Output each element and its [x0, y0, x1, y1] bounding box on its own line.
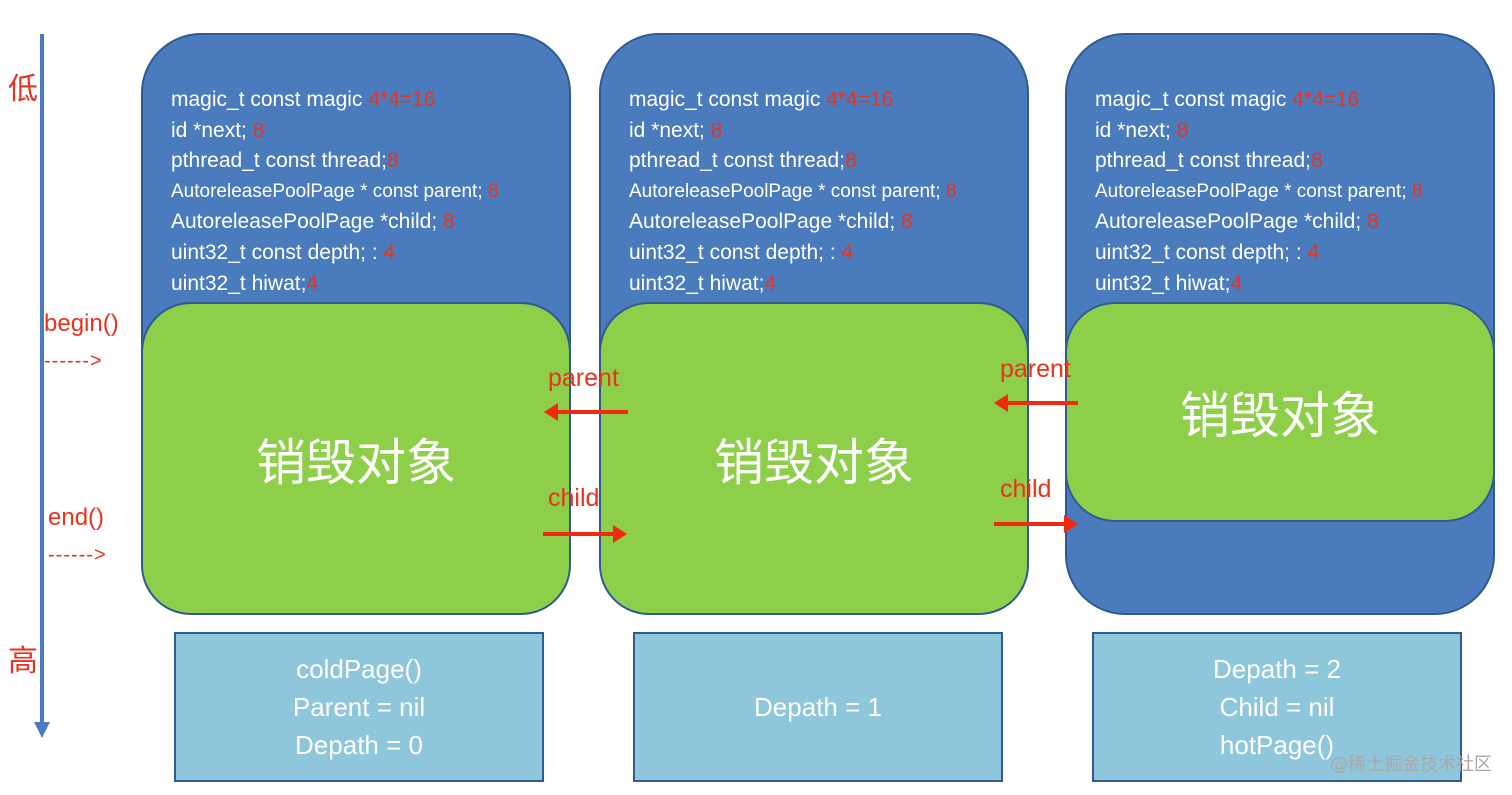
- field-size: 8: [487, 180, 499, 202]
- field-size: 8: [901, 210, 913, 234]
- memory-axis-line: [40, 34, 44, 724]
- parent-link-label-1: parent: [548, 364, 619, 392]
- field-magic: magic_t const magic 4*4=16: [171, 88, 436, 111]
- field-size: 8: [1411, 180, 1423, 202]
- page-header-fields: magic_t const magic 4*4=16 id *next; 8 p…: [171, 85, 498, 299]
- end-pointer-arrow: ------>: [48, 544, 107, 566]
- field-size: 4: [764, 271, 777, 295]
- info-line: hotPage(): [1219, 730, 1335, 760]
- field-hiwat: uint32_t hiwat;4: [629, 271, 777, 295]
- released-objects-area-1: 销毁对象: [141, 302, 571, 615]
- child-arrow-right-icon: [994, 515, 1078, 533]
- field-next: id *next; 8: [629, 118, 723, 142]
- field-parent: AutoreleasePoolPage * const parent; 8: [1095, 180, 1423, 202]
- page-header-fields: magic_t const magic 4*4=16 id *next; 8 p…: [629, 85, 956, 299]
- axis-arrow-down-icon: [34, 722, 50, 738]
- field-magic: magic_t const magic 4*4=16: [1095, 88, 1360, 111]
- field-child: AutoreleasePoolPage *child; 8: [1095, 210, 1379, 234]
- field-magic: magic_t const magic 4*4=16: [629, 88, 894, 111]
- field-depth: uint32_t const depth; : 4: [171, 240, 396, 264]
- field-size: 4*4=16: [826, 88, 894, 111]
- field-depth: uint32_t const depth; : 4: [629, 240, 854, 264]
- axis-high-label: 高: [8, 644, 38, 679]
- field-hiwat: uint32_t hiwat;4: [171, 271, 319, 295]
- field-size: 8: [945, 180, 957, 202]
- field-size: 8: [710, 118, 723, 142]
- page-2-info-box: Depath = 1: [633, 632, 1003, 782]
- child-link-label-2: child: [1000, 475, 1052, 503]
- field-size: 4: [383, 240, 396, 264]
- page-3-info-box: Depath = 2 Child = nil hotPage(): [1092, 632, 1462, 782]
- parent-arrow-left-icon: [994, 394, 1078, 412]
- field-child: AutoreleasePoolPage *child; 8: [629, 210, 913, 234]
- page-header-fields: magic_t const magic 4*4=16 id *next; 8 p…: [1095, 85, 1422, 299]
- field-size: 8: [1176, 118, 1189, 142]
- field-next: id *next; 8: [1095, 118, 1189, 142]
- field-size: 4: [841, 240, 854, 264]
- parent-arrow-left-icon: [544, 403, 628, 421]
- info-line: Depath = 2: [1213, 654, 1341, 684]
- field-size: 4*4=16: [1292, 88, 1360, 111]
- field-thread: pthread_t const thread;8: [1095, 149, 1323, 173]
- released-objects-area-3: 销毁对象: [1065, 302, 1495, 522]
- field-size: 8: [1367, 210, 1379, 234]
- field-size: 4: [306, 271, 319, 295]
- field-size: 4: [1307, 240, 1320, 264]
- field-child: AutoreleasePoolPage *child; 8: [171, 210, 455, 234]
- child-arrow-right-icon: [543, 525, 627, 543]
- info-line: Parent = nil: [292, 692, 426, 722]
- field-hiwat: uint32_t hiwat;4: [1095, 271, 1243, 295]
- info-line: coldPage(): [296, 654, 422, 684]
- parent-link-label-2: parent: [1000, 355, 1071, 383]
- page-1-info-box: coldPage() Parent = nil Depath = 0: [174, 632, 544, 782]
- field-thread: pthread_t const thread;8: [171, 149, 399, 173]
- begin-label: begin(): [44, 310, 119, 337]
- field-size: 4: [1230, 271, 1243, 295]
- watermark: @稀土掘金技术社区: [1330, 754, 1492, 775]
- field-size: 8: [252, 118, 265, 142]
- field-depth: uint32_t const depth; : 4: [1095, 240, 1320, 264]
- info-line: Depath = 1: [754, 692, 882, 722]
- info-line: Depath = 0: [295, 730, 423, 760]
- begin-pointer-arrow: ------>: [44, 350, 103, 372]
- field-parent: AutoreleasePoolPage * const parent; 8: [629, 180, 957, 202]
- axis-low-label: 低: [8, 72, 38, 107]
- field-size: 4*4=16: [368, 88, 436, 111]
- field-size: 8: [844, 149, 857, 173]
- field-size: 8: [1310, 149, 1323, 173]
- field-parent: AutoreleasePoolPage * const parent; 8: [171, 180, 499, 202]
- child-link-label-1: child: [548, 484, 600, 512]
- field-thread: pthread_t const thread;8: [629, 149, 857, 173]
- field-next: id *next; 8: [171, 118, 265, 142]
- info-line: Child = nil: [1219, 692, 1335, 722]
- end-label: end(): [48, 504, 105, 531]
- field-size: 8: [386, 149, 399, 173]
- released-objects-area-2: 销毁对象: [599, 302, 1029, 615]
- field-size: 8: [443, 210, 455, 234]
